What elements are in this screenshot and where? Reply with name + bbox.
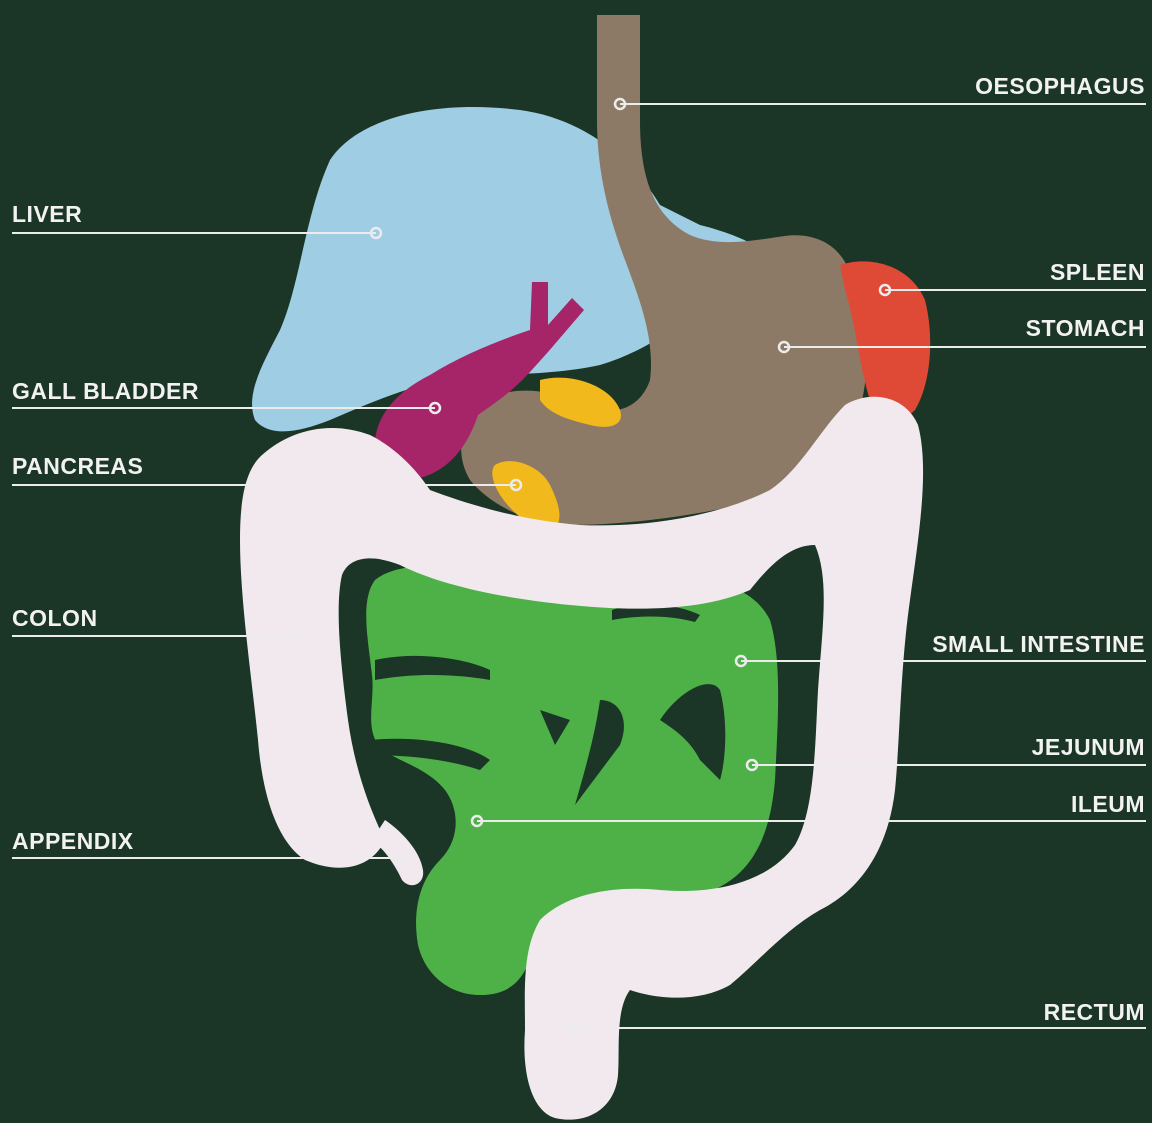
label-oesophagus: OESOPHAGUS: [975, 73, 1145, 99]
label-gall-bladder: GALL BLADDER: [12, 378, 199, 404]
label-pancreas: PANCREAS: [12, 453, 143, 479]
label-jejunum: JEJUNUM: [1032, 734, 1145, 760]
label-colon: COLON: [12, 605, 98, 631]
label-rectum: RECTUM: [1044, 999, 1145, 1025]
label-ileum: ILEUM: [1071, 791, 1145, 817]
label-liver: LIVER: [12, 201, 82, 227]
label-stomach: STOMACH: [1026, 315, 1145, 341]
label-small-intestine: SMALL INTESTINE: [932, 631, 1145, 657]
label-appendix: APPENDIX: [12, 828, 134, 854]
label-spleen: SPLEEN: [1050, 259, 1145, 285]
